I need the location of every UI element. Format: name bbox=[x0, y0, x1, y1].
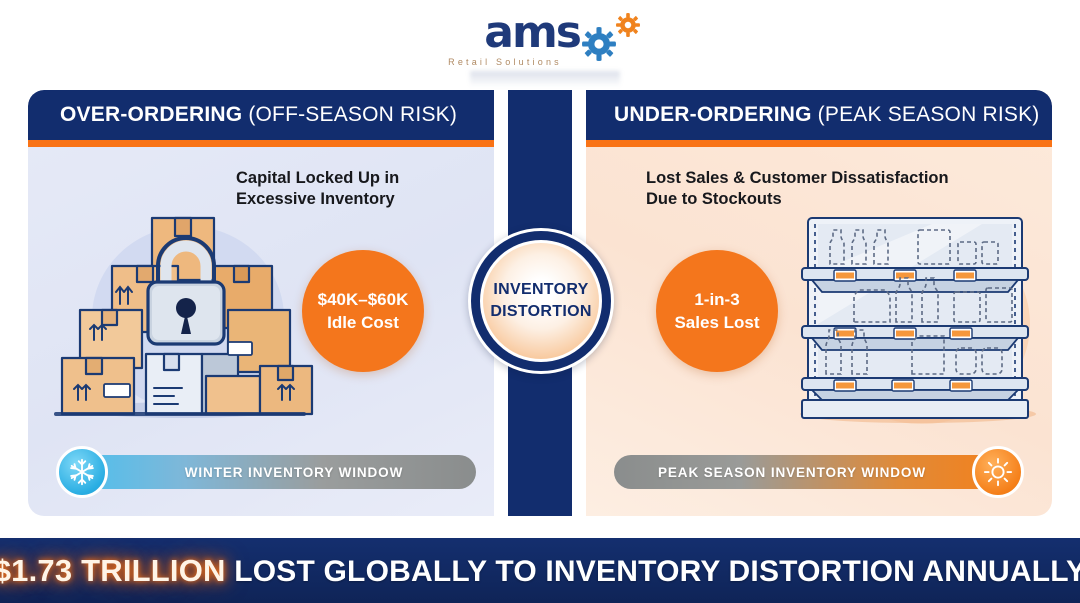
panel-left-title-strong: OVER-ORDERING bbox=[60, 103, 243, 126]
gear-blue-icon bbox=[582, 27, 616, 61]
snowflake-icon bbox=[56, 446, 108, 498]
idle-cost-value: $40K–$60K bbox=[317, 290, 409, 309]
panel-right-title: UNDER-ORDERING (PEAK SEASON RISK) bbox=[586, 103, 1040, 127]
logo-reflection bbox=[470, 71, 620, 87]
peak-window-pill: PEAK SEASON INVENTORY WINDOW bbox=[614, 455, 1010, 489]
bottom-banner: $1.73 TRILLION LOST GLOBALLY TO INVENTOR… bbox=[0, 538, 1080, 603]
banner-rest: LOST GLOBALLY TO INVENTORY DISTORTION AN… bbox=[225, 554, 1080, 588]
logo-wordmark: ams bbox=[484, 7, 582, 58]
peak-window-label: PEAK SEASON INVENTORY WINDOW bbox=[658, 464, 926, 480]
center-badge-core: INVENTORY DISTORTION bbox=[483, 243, 599, 359]
banner-text: $1.73 TRILLION LOST GLOBALLY TO INVENTOR… bbox=[0, 553, 1080, 589]
empty-shelf-illustration bbox=[800, 217, 1036, 424]
winter-window-row: WINTER INVENTORY WINDOW bbox=[56, 446, 476, 498]
panel-left-title-light: (OFF-SEASON RISK) bbox=[242, 103, 458, 126]
panel-left-subtitle: Capital Locked Up in Excessive Inventory bbox=[236, 169, 400, 208]
idle-cost-label: Idle Cost bbox=[327, 313, 399, 332]
stat-bubble-idle-cost: $40K–$60K Idle Cost bbox=[302, 250, 424, 372]
panel-left-accent-bar bbox=[28, 140, 494, 147]
banner-highlight: $1.73 TRILLION bbox=[0, 552, 226, 588]
panel-right-header: UNDER-ORDERING (PEAK SEASON RISK) bbox=[586, 90, 1052, 140]
sun-icon bbox=[972, 446, 1024, 498]
winter-window-pill: WINTER INVENTORY WINDOW bbox=[72, 455, 476, 489]
panel-right-accent-bar bbox=[586, 140, 1052, 147]
center-badge-line2: DISTORTION bbox=[490, 303, 592, 320]
panel-left-title: OVER-ORDERING (OFF-SEASON RISK) bbox=[28, 103, 457, 127]
locked-boxes-illustration bbox=[54, 216, 314, 418]
center-badge-ring: INVENTORY DISTORTION bbox=[471, 231, 611, 371]
center-badge-line1: INVENTORY bbox=[493, 281, 589, 298]
gear-orange-icon bbox=[616, 13, 640, 37]
panel-left-header: OVER-ORDERING (OFF-SEASON RISK) bbox=[28, 90, 494, 140]
sales-lost-label: Sales Lost bbox=[674, 313, 760, 332]
logo-tagline: Retail Solutions bbox=[448, 57, 562, 67]
panel-right-subtitle: Lost Sales & Customer Dissatisfaction Du… bbox=[646, 169, 949, 208]
peak-window-row: PEAK SEASON INVENTORY WINDOW bbox=[614, 446, 1024, 498]
center-badge-inventory-distortion: INVENTORY DISTORTION bbox=[468, 228, 614, 374]
brand-logo: ams Retail Solutions bbox=[0, 6, 1080, 87]
stat-bubble-sales-lost: 1-in-3 Sales Lost bbox=[656, 250, 778, 372]
sales-lost-value: 1-in-3 bbox=[694, 290, 740, 309]
winter-window-label: WINTER INVENTORY WINDOW bbox=[184, 464, 404, 480]
panel-right-title-strong: UNDER-ORDERING bbox=[614, 103, 812, 126]
panel-right-title-light: (PEAK SEASON RISK) bbox=[811, 103, 1040, 126]
